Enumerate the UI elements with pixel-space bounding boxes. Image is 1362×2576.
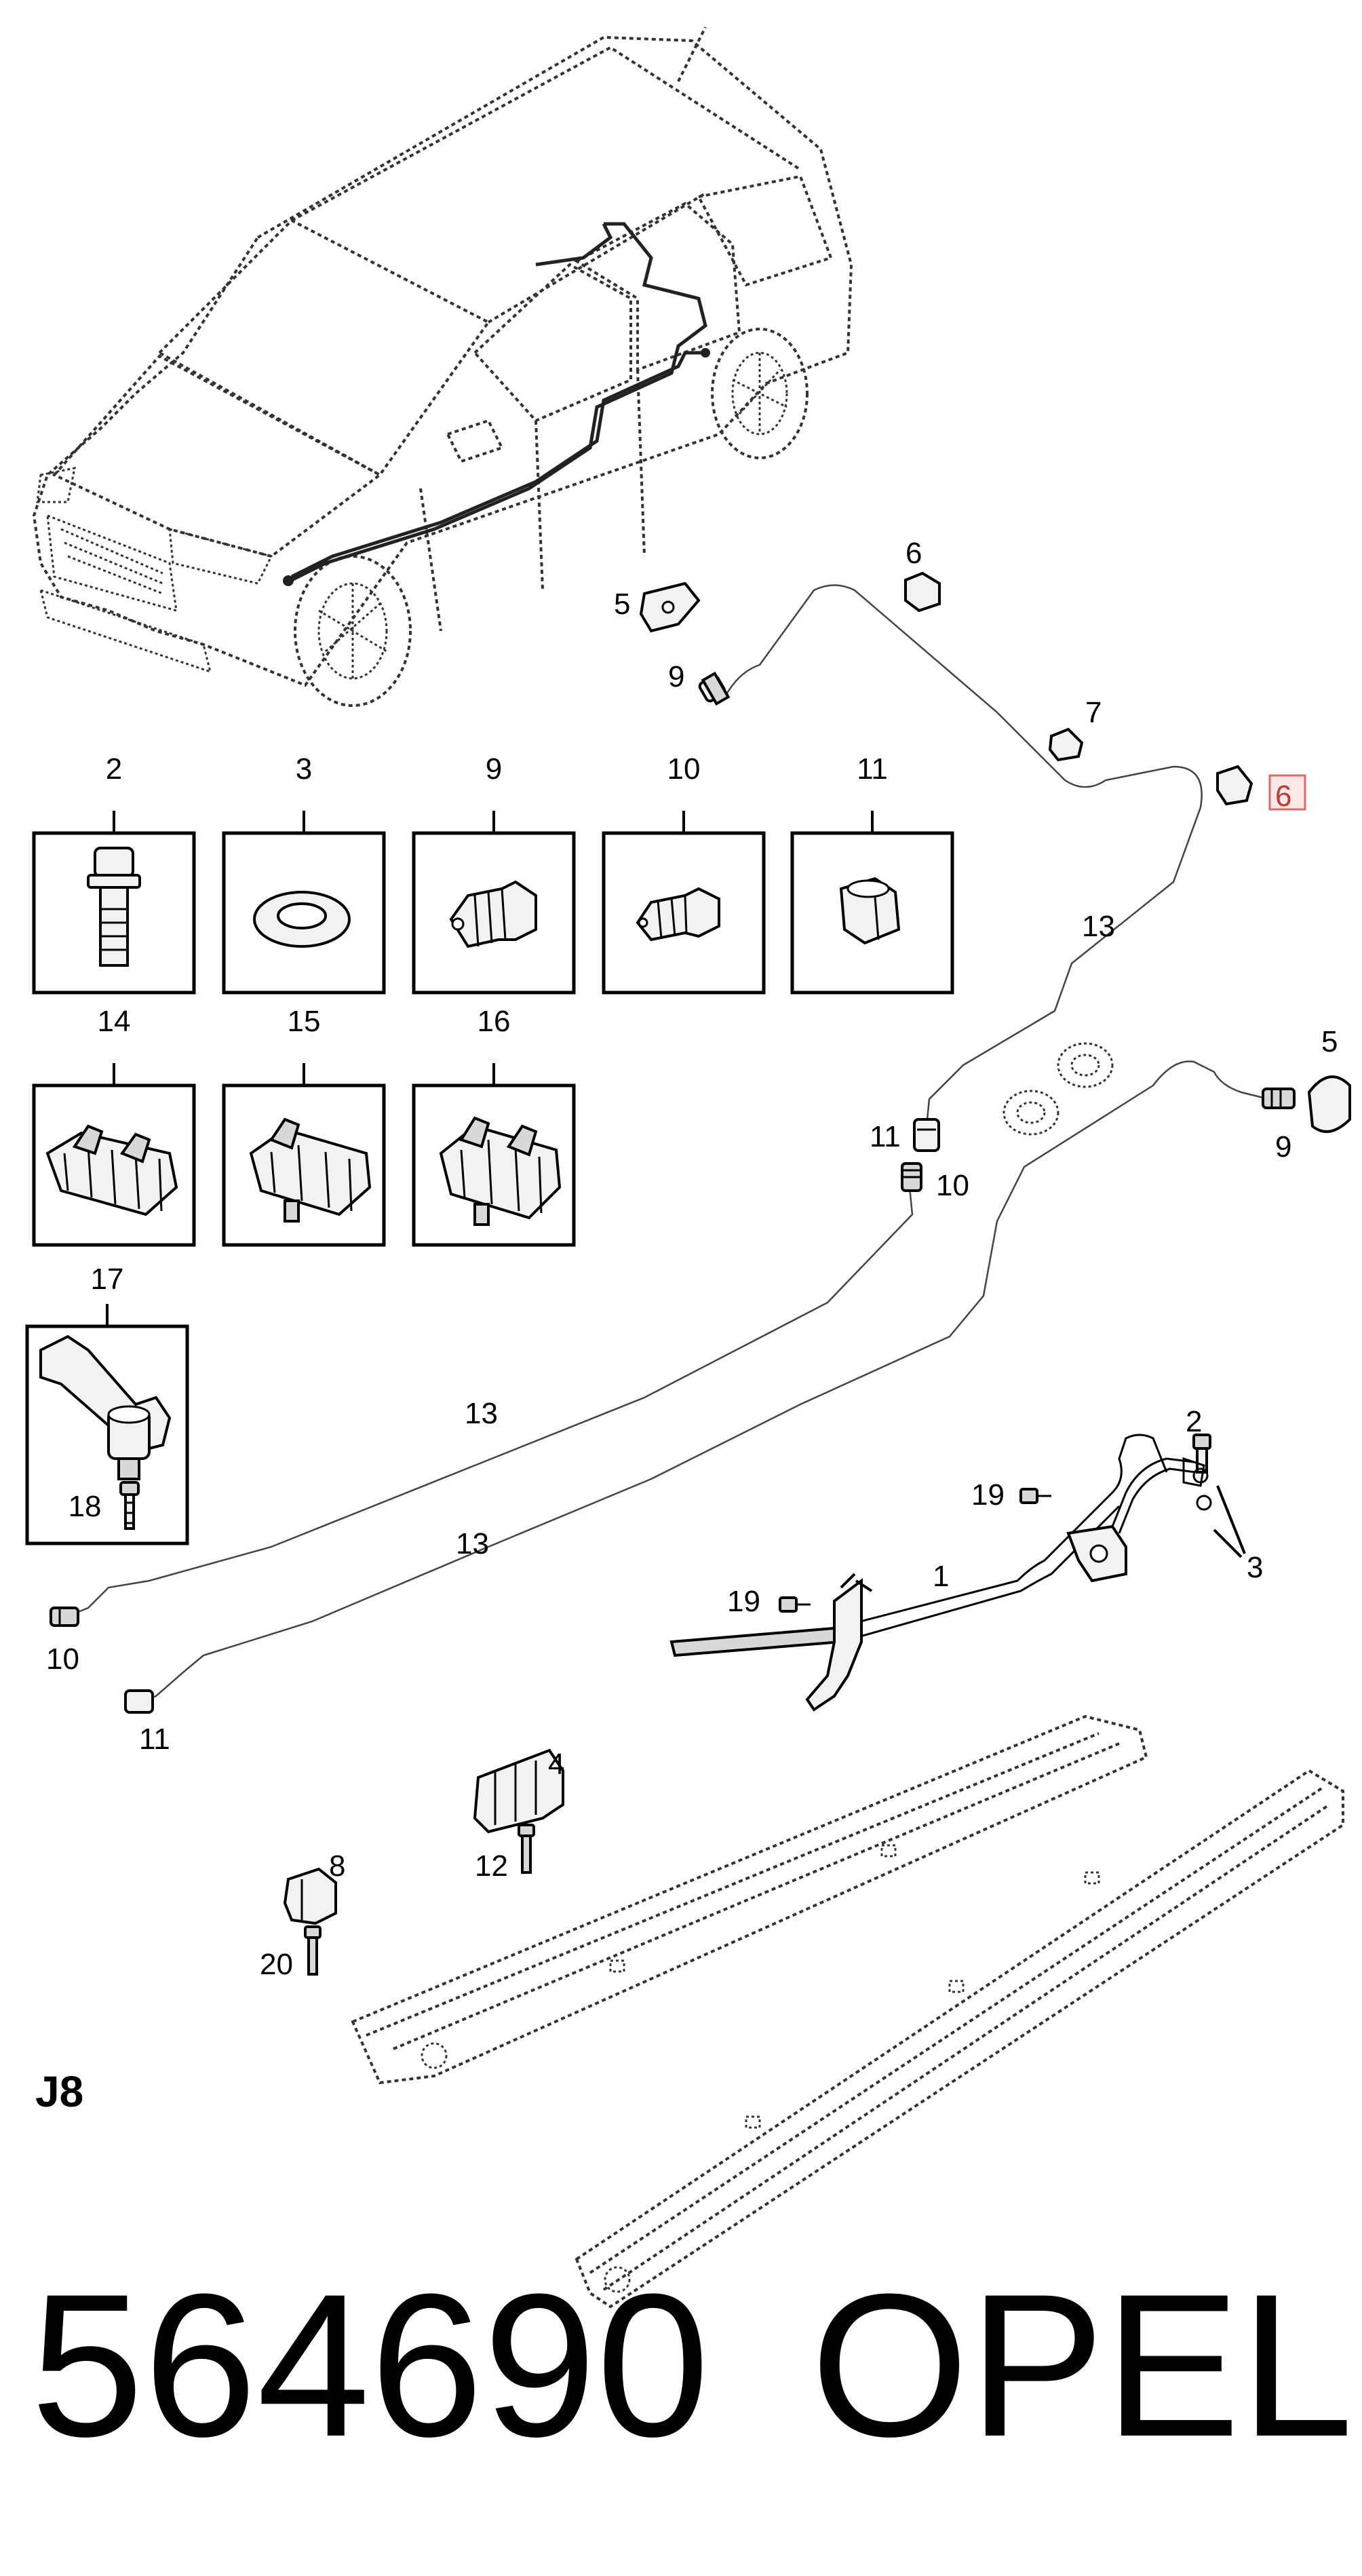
vehicle-illustration <box>32 26 853 707</box>
clip-7 <box>1048 727 1084 762</box>
grommets <box>1003 1042 1114 1136</box>
bolt-19-lower <box>779 1596 811 1613</box>
callout-7: 7 <box>1085 696 1102 729</box>
washer-3b <box>1196 1495 1212 1511</box>
callout-5-top: 5 <box>614 588 630 621</box>
clip-8-assembly <box>283 1867 337 1976</box>
callout-9-right: 9 <box>1275 1130 1291 1164</box>
underbody-rails <box>351 1714 1344 2309</box>
box-label-11: 11 <box>857 752 888 786</box>
box-label-3: 3 <box>296 752 312 786</box>
callout-12: 12 <box>475 1849 508 1883</box>
fitting-10-mid <box>901 1162 922 1192</box>
part-box-14 <box>32 1063 196 1247</box>
callout-3: 3 <box>1247 1551 1263 1584</box>
brake-pipe-assembly <box>50 571 1351 1714</box>
callout-8: 8 <box>329 1849 345 1883</box>
part-box-2 <box>32 811 196 995</box>
clip-6-top <box>904 571 941 613</box>
brake-hose-assembly <box>669 1434 1212 1712</box>
callout-1: 1 <box>933 1560 949 1593</box>
callout-13-mid: 13 <box>465 1397 498 1430</box>
callout-9-top: 9 <box>668 660 684 693</box>
box-label-9: 9 <box>486 752 502 786</box>
bolt-19-upper <box>1019 1488 1051 1504</box>
callout-5-right: 5 <box>1321 1025 1338 1058</box>
fitting-9-top <box>698 671 731 706</box>
brand-name: OPEL <box>811 2251 1353 2479</box>
box-label-17: 17 <box>91 1263 124 1296</box>
part-box-15 <box>222 1063 386 1247</box>
box-label-14: 14 <box>98 1005 131 1038</box>
part-number: 564690 <box>31 2251 709 2479</box>
part-box-9 <box>412 811 576 995</box>
box-label-16: 16 <box>478 1005 511 1038</box>
box-label-2: 2 <box>106 752 122 786</box>
callout-10-mid: 10 <box>936 1169 969 1202</box>
box-label-10: 10 <box>667 752 701 786</box>
callout-13-upper: 13 <box>1082 910 1115 943</box>
svg-text:6: 6 <box>1275 780 1291 813</box>
clip-6-right <box>1216 765 1253 806</box>
callout-4: 4 <box>548 1748 564 1781</box>
callout-19-upper: 19 <box>971 1478 1005 1512</box>
fitting-10-lower <box>50 1607 79 1627</box>
callout-11-mid: 11 <box>870 1120 901 1153</box>
callout-19-lower: 19 <box>727 1585 760 1618</box>
section-code: J8 <box>35 2067 83 2116</box>
part-box-10 <box>602 811 766 995</box>
callout-20: 20 <box>260 1948 293 1981</box>
box-label-15: 15 <box>288 1005 321 1038</box>
callout-6-top: 6 <box>906 537 922 570</box>
callout-13-lower: 13 <box>456 1527 489 1560</box>
fitting-9-right <box>1262 1088 1296 1109</box>
callout-2: 2 <box>1186 1405 1202 1438</box>
callout-6-highlight: 6 <box>1268 774 1306 813</box>
callout-11-lower: 11 <box>139 1723 170 1756</box>
callout-10-lower: 10 <box>46 1642 79 1676</box>
part-box-3 <box>222 811 386 995</box>
leader-3a <box>1216 1485 1246 1554</box>
box-label-18: 18 <box>69 1490 102 1523</box>
nut-11-lower <box>124 1689 154 1714</box>
part-box-11 <box>790 811 954 995</box>
clip-5-right <box>1307 1075 1351 1133</box>
part-box-17 <box>25 1304 189 1545</box>
clip-4-assembly <box>473 1748 564 1874</box>
banjo-bolt-2 <box>1192 1434 1211 1474</box>
part-box-16 <box>412 1063 576 1247</box>
leader-3b <box>1213 1529 1243 1558</box>
nut-11-mid <box>913 1118 940 1152</box>
